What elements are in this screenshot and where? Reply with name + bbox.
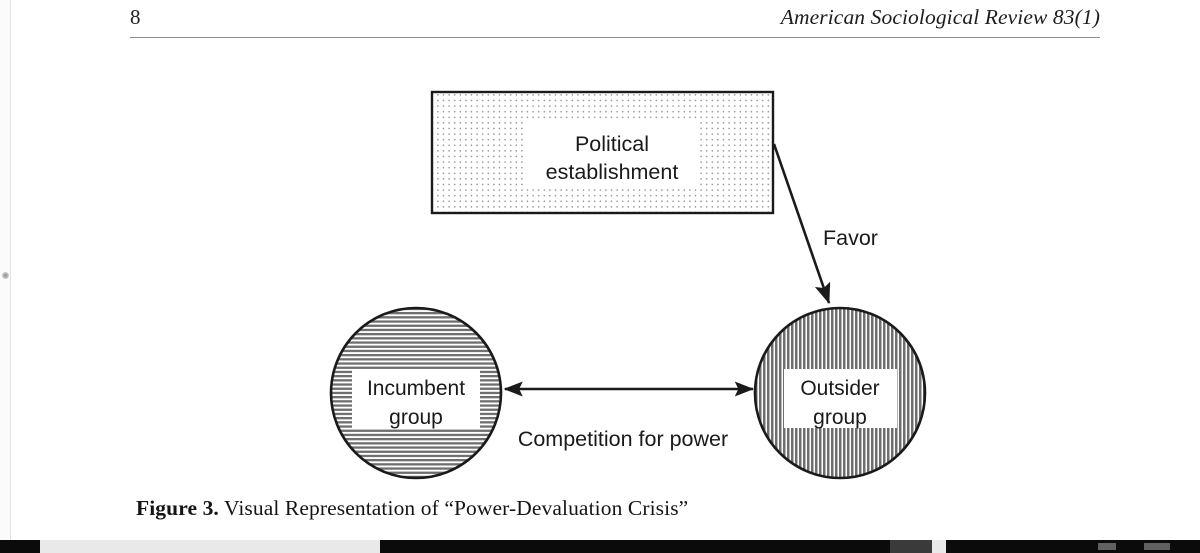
figure-3-diagram: Political establishment Incumbent group … [11, 60, 1200, 480]
node-political-establishment[interactable] [430, 90, 775, 215]
strip-segment-light-small [932, 540, 946, 553]
political-establishment-label-bg [524, 120, 700, 186]
strip-segment-dark-right [946, 540, 1200, 553]
page-position-marker-icon[interactable] [2, 272, 9, 279]
figure-caption-label: Figure 3. [136, 496, 219, 520]
edge-favor[interactable] [772, 143, 831, 304]
outsider-group-label-bg [784, 369, 897, 428]
document-page: 8 American Sociological Review 83(1) [11, 0, 1200, 540]
strip-segment-midgray [890, 540, 932, 553]
strip-glyph-left [1098, 543, 1116, 550]
political-establishment-line2: establishment [546, 160, 679, 184]
node-outsider-group[interactable] [753, 306, 927, 480]
outsider-group-line1: Outsider [800, 377, 879, 400]
strip-segment-dark-left [0, 540, 40, 553]
bottom-chrome-strip [0, 540, 1200, 553]
running-head: 8 American Sociological Review 83(1) [130, 5, 1100, 35]
viewer-left-gutter [0, 0, 10, 540]
viewer-left-border [10, 0, 11, 540]
node-incumbent-group[interactable] [329, 306, 503, 480]
outsider-group-line2: group [813, 406, 867, 429]
journal-title: American Sociological Review 83(1) [780, 5, 1100, 29]
figure-caption: Figure 3. Visual Representation of “Powe… [136, 496, 688, 521]
incumbent-group-line1: Incumbent [367, 377, 465, 400]
strip-segment-light [40, 540, 380, 553]
incumbent-group-line2: group [389, 406, 443, 429]
header-rule [130, 37, 1100, 38]
favor-arrow-line [772, 143, 831, 304]
competition-edge-label: Competition for power [518, 427, 728, 451]
favor-edge-label: Favor [823, 226, 878, 250]
page-number: 8 [130, 5, 141, 29]
political-establishment-line1: Political [575, 132, 649, 156]
incumbent-group-label-bg [352, 369, 480, 428]
figure-caption-text: Visual Representation of “Power-Devaluat… [218, 496, 689, 520]
strip-segment-dark-mid [380, 540, 890, 553]
strip-glyph-right [1144, 543, 1170, 550]
